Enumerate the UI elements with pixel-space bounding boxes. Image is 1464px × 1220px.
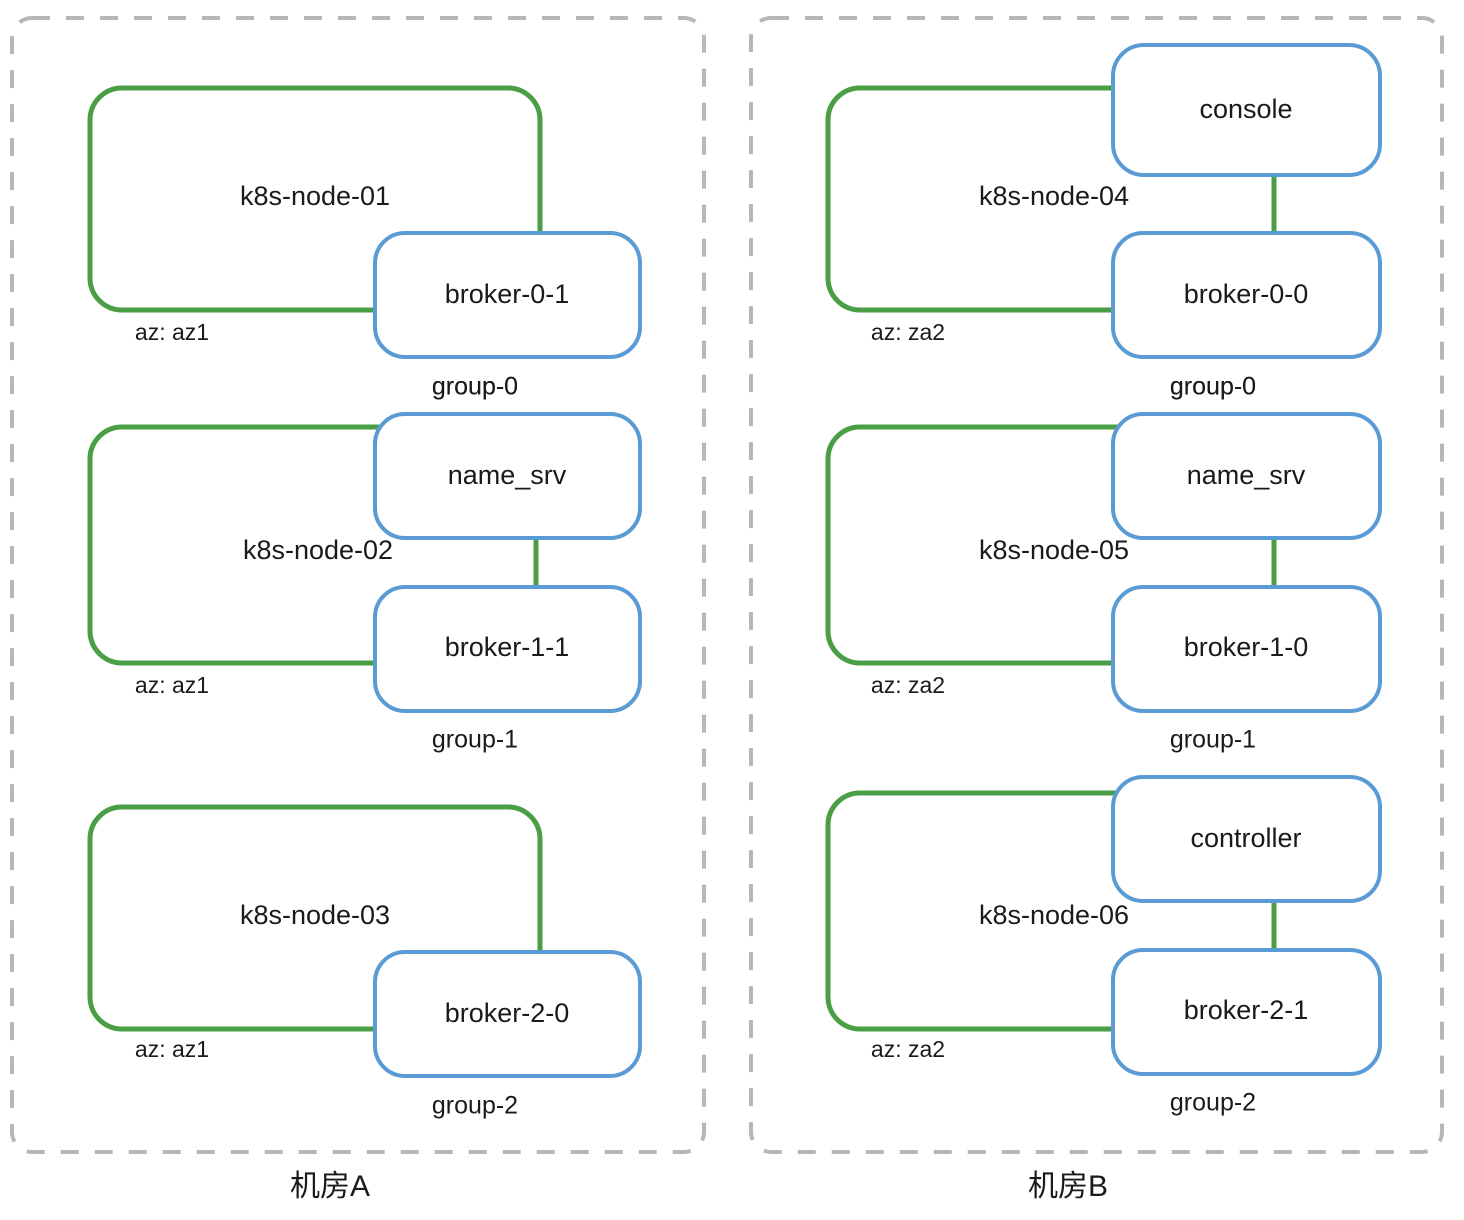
node-az-label: az: az1 (135, 1036, 209, 1062)
node-az-label: az: az1 (135, 672, 209, 698)
k8s-node-k8s-node-06[interactable]: k8s-node-06 az: za2 controller broker-2-1 gr… (825, 775, 1382, 1117)
pod-group-label: group-0 (432, 373, 518, 401)
pod-box-broker-2-0[interactable] (373, 950, 642, 1078)
pod-name-label: name_srv (1187, 460, 1306, 490)
pod-box-console[interactable] (1111, 43, 1382, 177)
node-name-label: k8s-node-02 (243, 535, 393, 565)
k8s-node-k8s-node-03[interactable]: k8s-node-03 az: az1 broker-2-0 group-2 (87, 804, 642, 1120)
pod-name-label: broker-0-0 (1184, 279, 1309, 309)
pod-name-label: broker-2-0 (445, 998, 570, 1028)
k8s-node-k8s-node-02[interactable]: k8s-node-02 az: az1 name_srv group-0 broker-… (87, 373, 642, 754)
node-az-label: az: az1 (135, 319, 209, 345)
pod-box-broker-0-0[interactable] (1111, 231, 1382, 359)
node-az-label: az: za2 (871, 672, 945, 698)
datacenter-dc-b: k8s-node-04 az: za2 console broker-0-0 group… (749, 16, 1444, 1203)
node-az-label: az: za2 (871, 1036, 945, 1062)
pod-name-label: broker-0-1 (445, 279, 570, 309)
pod-name-label: name_srv (448, 460, 567, 490)
pod-name-label: console (1199, 94, 1292, 124)
pod-box-controller[interactable] (1111, 775, 1382, 903)
pod-group-label: group-2 (432, 1092, 518, 1120)
datacenter-frame (10, 16, 706, 1154)
node-name-label: k8s-node-05 (979, 535, 1129, 565)
pod-name-label: broker-2-1 (1184, 995, 1309, 1025)
pod-group-label: group-0 (1170, 373, 1256, 401)
k8s-node-k8s-node-01[interactable]: k8s-node-01 az: az1 broker-0-1 group-0 (87, 85, 642, 401)
pod-box-broker-2-1[interactable] (1111, 948, 1382, 1076)
node-name-label: k8s-node-03 (240, 900, 390, 930)
node-az-label: az: za2 (871, 319, 945, 345)
pod-group-label: group-2 (1170, 1089, 1256, 1117)
k8s-node-k8s-node-05[interactable]: k8s-node-05 az: za2 name_srv group-0 broker-… (825, 373, 1382, 754)
pod-box-name_srv-a[interactable] (373, 412, 642, 540)
pod-box-broker-1-1[interactable] (373, 585, 642, 713)
pod-box-name_srv-b[interactable] (1111, 412, 1382, 540)
pod-group-label: group-1 (1170, 726, 1256, 754)
node-name-label: k8s-node-01 (240, 181, 390, 211)
pod-box-broker-0-1[interactable] (373, 231, 642, 359)
datacenter-frame (749, 16, 1444, 1154)
node-name-label: k8s-node-06 (979, 900, 1129, 930)
node-name-label: k8s-node-04 (979, 181, 1129, 211)
pod-name-label: controller (1190, 823, 1301, 853)
pod-group-label: group-0 (432, 373, 518, 401)
datacenter-label: 机房A (290, 1170, 370, 1203)
pod-group-label: group-0 (1170, 373, 1256, 401)
pod-box-broker-1-0[interactable] (1111, 585, 1382, 713)
k8s-node-k8s-node-04[interactable]: k8s-node-04 az: za2 console broker-0-0 group… (825, 43, 1382, 401)
pod-name-label: broker-1-0 (1184, 632, 1309, 662)
pod-group-label: group-1 (432, 726, 518, 754)
pod-name-label: broker-1-1 (445, 632, 570, 662)
datacenter-label: 机房B (1028, 1170, 1108, 1203)
